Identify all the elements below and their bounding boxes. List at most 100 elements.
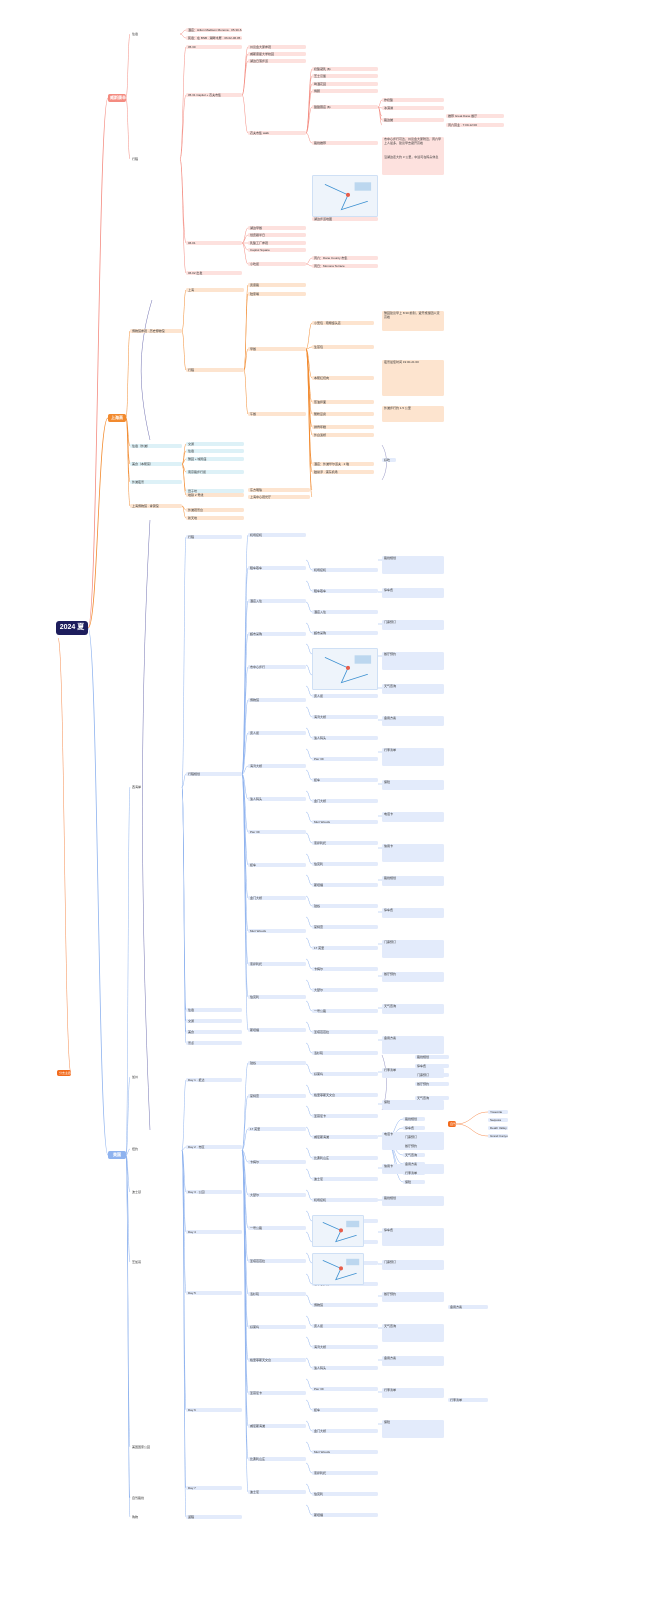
usa-day-27[interactable]: 圣莫尼卡 [248, 1391, 306, 1396]
sh-detail-7[interactable]: 酒店：外滩华尔道夫 · 2 晚 [312, 462, 374, 467]
usa-note-28[interactable]: 保险 [382, 1420, 444, 1438]
usa-note-26[interactable]: 备用方案 [382, 1356, 444, 1366]
sh-detail-6[interactable]: 排骨年糕 [312, 425, 374, 430]
usa-check-1[interactable]: 路线规划 [403, 1117, 425, 1122]
usa-region-3[interactable]: 纽约 [132, 1147, 139, 1151]
usa-plan-4[interactable]: 交通 [186, 1019, 242, 1024]
usa-stop-14[interactable]: 索萨利托 [312, 841, 378, 846]
wi-lodging[interactable]: 住宿 [132, 32, 139, 36]
wi-activity-1[interactable]: 州议会大厦参观 [248, 45, 306, 50]
usa-note-3[interactable]: 门票预订 [382, 620, 444, 630]
sh-sub-8[interactable]: 地铁 2 号线 [186, 493, 244, 498]
usa-day-19[interactable]: 17 英里 [248, 1127, 306, 1132]
wi-item-1[interactable]: 炸奶酪 [382, 98, 444, 103]
usa-stop-40[interactable]: Pier 39 [312, 1387, 378, 1392]
usa-day-25[interactable]: 好莱坞 [248, 1325, 306, 1330]
wi-market-sun[interactable]: 周日：Monona Terrace [312, 264, 378, 269]
usa-day-5[interactable]: 市中心步行 [248, 665, 306, 670]
usa-stop-9[interactable]: 渔人码头 [312, 736, 378, 741]
usa-stop-46[interactable]: 斯坦福 [312, 1513, 378, 1518]
usa-check-2[interactable]: 停车费 [403, 1126, 425, 1131]
usa-stop-11[interactable]: 缆车 [312, 778, 378, 783]
sh-detail-2[interactable]: 生煎包 [312, 345, 374, 350]
wi-food-6[interactable]: 路线推荐 [312, 141, 378, 146]
usa-stop-39[interactable]: 渔人码头 [312, 1366, 378, 1371]
usa-note-25[interactable]: 天气查询 [382, 1324, 444, 1342]
usa-plan-7[interactable]: Day 1 · 抵达 [186, 1078, 242, 1083]
usa-plan-2[interactable]: 行程规划 [186, 772, 242, 777]
usa-stop-31[interactable]: 机场接机 [312, 1198, 378, 1203]
wi-activity-3[interactable]: 湖边日落步道 [248, 59, 306, 64]
usa-note-20[interactable]: 信用卡 [382, 1164, 444, 1174]
usa-region-7[interactable]: 自驾路线 [132, 1496, 145, 1500]
usa-day-6[interactable]: 博物馆 [248, 698, 306, 703]
wi-item-5[interactable]: 周六营业 · 7:00-12:00 [446, 123, 504, 128]
usa-stop-15[interactable]: 伯克利 [312, 862, 378, 867]
usa-region-5[interactable]: 芝加哥 [132, 1260, 142, 1264]
sh-note-3[interactable]: 外滩步行约 1.5 公里 [382, 406, 444, 422]
usa-list-4[interactable]: 餐厅预约 [415, 1082, 449, 1087]
usa-stop-7[interactable]: 唐人街 [312, 694, 378, 699]
sh-sub-9[interactable]: 外滩观景台 [186, 508, 244, 513]
usa-day-8[interactable]: 海湾大桥 [248, 764, 306, 769]
wi-item-4[interactable]: 推荐 Great Dane 餐厅 [446, 114, 504, 119]
usa-note-9[interactable]: 电话卡 [382, 812, 444, 822]
usa-floater[interactable]: 自驾 [448, 1121, 456, 1127]
usa-day-2[interactable]: 租车取车 [248, 566, 306, 571]
wi-day-2[interactable]: 05.31 Capitol + 农夫市集 [186, 93, 242, 98]
sh-branch-5[interactable]: 上海博物馆 · 青铜馆 [130, 504, 182, 509]
usa-day-12[interactable]: 金门大桥 [248, 896, 306, 901]
sh-detail-5[interactable]: 蟹粉豆腐 [312, 412, 374, 417]
usa-day-26[interactable]: 格里菲斯天文台 [248, 1358, 306, 1363]
wi-map-caption[interactable]: 湖边步道地图 [312, 217, 378, 222]
usa-stop-42[interactable]: 金门大桥 [312, 1429, 378, 1434]
sh-badge[interactable]: 好吃 [382, 458, 396, 463]
usa-region-1[interactable]: 西海岸 [132, 785, 142, 789]
floating-topic[interactable]: 分支主题 [57, 1070, 71, 1076]
sh-branch-4[interactable]: 外滩夜景 [130, 480, 182, 485]
wi-food-4[interactable]: 烤肠 [312, 89, 378, 94]
sh-sub-4[interactable]: 住宿 [186, 449, 244, 454]
sh-branch-1[interactable]: 博物馆参观 · 历史博物馆 [130, 329, 182, 334]
usa-stop-3[interactable]: 酒店入住 [312, 610, 378, 615]
usa-stop-16[interactable]: 斯坦福 [312, 883, 378, 888]
usa-note-4[interactable]: 餐厅预约 [382, 652, 444, 670]
root-topic[interactable]: 2024 夏 [56, 621, 88, 635]
usa-list-5[interactable]: 天气查询 [415, 1096, 449, 1101]
usa-list-3[interactable]: 门票预订 [415, 1073, 449, 1078]
usa-plan-6[interactable]: 景点 [186, 1041, 242, 1046]
sh-note-2[interactable]: 夜景最佳时间 19:00-21:00 [382, 360, 444, 396]
usa-note-10[interactable]: 信用卡 [382, 844, 444, 862]
usa-note-1[interactable]: 路线规划 [382, 556, 444, 574]
wi-market-sat[interactable]: 周六：Dane County 市集 [312, 256, 378, 261]
wi-day-1[interactable]: 05.30 [186, 45, 242, 50]
usa-note-14[interactable]: 餐厅预约 [382, 972, 444, 982]
sh-detail-11[interactable]: 外白渡桥 [312, 433, 374, 438]
sh-note-1[interactable]: 豫园建议早上 8:30 前到，避开旅游团人流高峰 [382, 311, 444, 331]
usa-note-16[interactable]: 备用方案 [382, 1036, 444, 1054]
usa-stop-36[interactable]: 博物馆 [312, 1303, 378, 1308]
usa-stop-28[interactable]: 威尼斯海滩 [312, 1135, 378, 1140]
usa-note-22[interactable]: 停车费 [382, 1228, 444, 1246]
usa-note-13[interactable]: 门票预订 [382, 940, 444, 958]
usa-plan-5[interactable]: 美食 [186, 1030, 242, 1035]
wi-activity-2[interactable]: 威斯康星大学校园 [248, 52, 306, 57]
sh-detail-8[interactable]: 磁悬浮 · 浦东机场 [312, 470, 374, 475]
wi-note-1[interactable]: 市中心步行可达，州议会大厦附近，周六早上人最多，建议早去避开高峰 [382, 137, 444, 157]
usa-park-4[interactable]: Grand Canyon [488, 1134, 508, 1139]
wi-item-3[interactable]: 路边摊 [382, 118, 444, 123]
wi-bnb[interactable]: 民宿：在 BNB · 湖畔木屋 · 06.02-06.05 · 共 3 晚 [186, 36, 242, 41]
usa-stop-45[interactable]: 伯克利 [312, 1492, 378, 1497]
usa-check-6[interactable]: 备用方案 [403, 1162, 425, 1167]
sh-sub-10[interactable]: 新天地 [186, 516, 244, 521]
usa-stop-44[interactable]: 索萨利托 [312, 1471, 378, 1476]
usa-stop-30[interactable]: 迪士尼 [312, 1177, 378, 1182]
usa-plan-12[interactable]: Day 6 [186, 1408, 242, 1413]
wi-activity-5[interactable]: 湖边早餐 [248, 226, 306, 231]
usa-day-30[interactable]: 迪士尼 [248, 1490, 306, 1495]
usa-stop-21[interactable]: 大瑟尔 [312, 988, 378, 993]
sh-sub-2[interactable]: 行程 [186, 368, 244, 373]
usa-day-3[interactable]: 酒店入住 [248, 599, 306, 604]
usa-stop-17[interactable]: 硅谷 [312, 904, 378, 909]
usa-day-9[interactable]: 渔人码头 [248, 797, 306, 802]
